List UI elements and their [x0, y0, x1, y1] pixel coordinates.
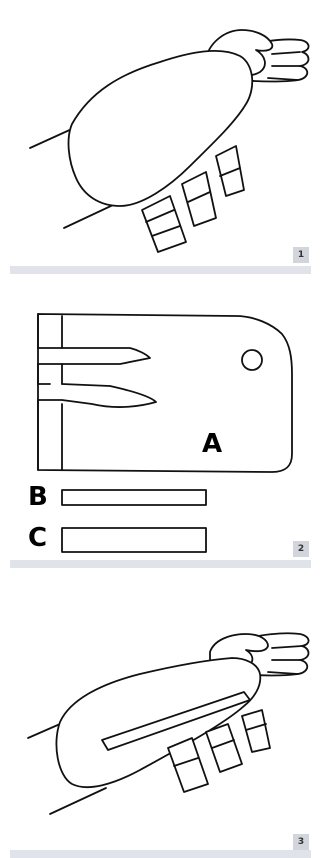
splint-with-straps-applied-illustration [10, 588, 311, 850]
label-b: B [28, 482, 48, 512]
forearm-upper-edge [30, 128, 74, 148]
step-3-illustration-area: 3 [10, 588, 311, 850]
step-2-panel: A B C 2 [10, 294, 311, 568]
strap-part-b [62, 490, 206, 505]
splint-parts-layout-illustration: A B C [10, 294, 311, 560]
step-number-badge: 2 [293, 541, 309, 557]
strap-part-c [62, 528, 206, 552]
step-number-badge: 1 [293, 247, 309, 263]
forearm-lower-edge [50, 788, 106, 814]
step-3-panel: 3 [10, 588, 311, 858]
strap-1 [168, 738, 208, 792]
splint-part-a-outline [38, 314, 292, 472]
step-number-badge: 3 [293, 834, 309, 850]
label-c: C [28, 523, 47, 553]
thumb-hole [242, 350, 262, 370]
strap-2 [182, 172, 216, 226]
strap-3 [242, 710, 270, 752]
step-2-illustration-area: A B C 2 [10, 294, 311, 560]
forearm-upper-edge [28, 724, 60, 738]
step-1-panel: 1 [10, 0, 311, 274]
strap-1 [142, 196, 186, 252]
wrist-splint-on-hand-illustration [10, 0, 311, 266]
step-1-illustration-area: 1 [10, 0, 311, 266]
label-a: A [202, 429, 222, 459]
strap-3 [216, 146, 244, 196]
